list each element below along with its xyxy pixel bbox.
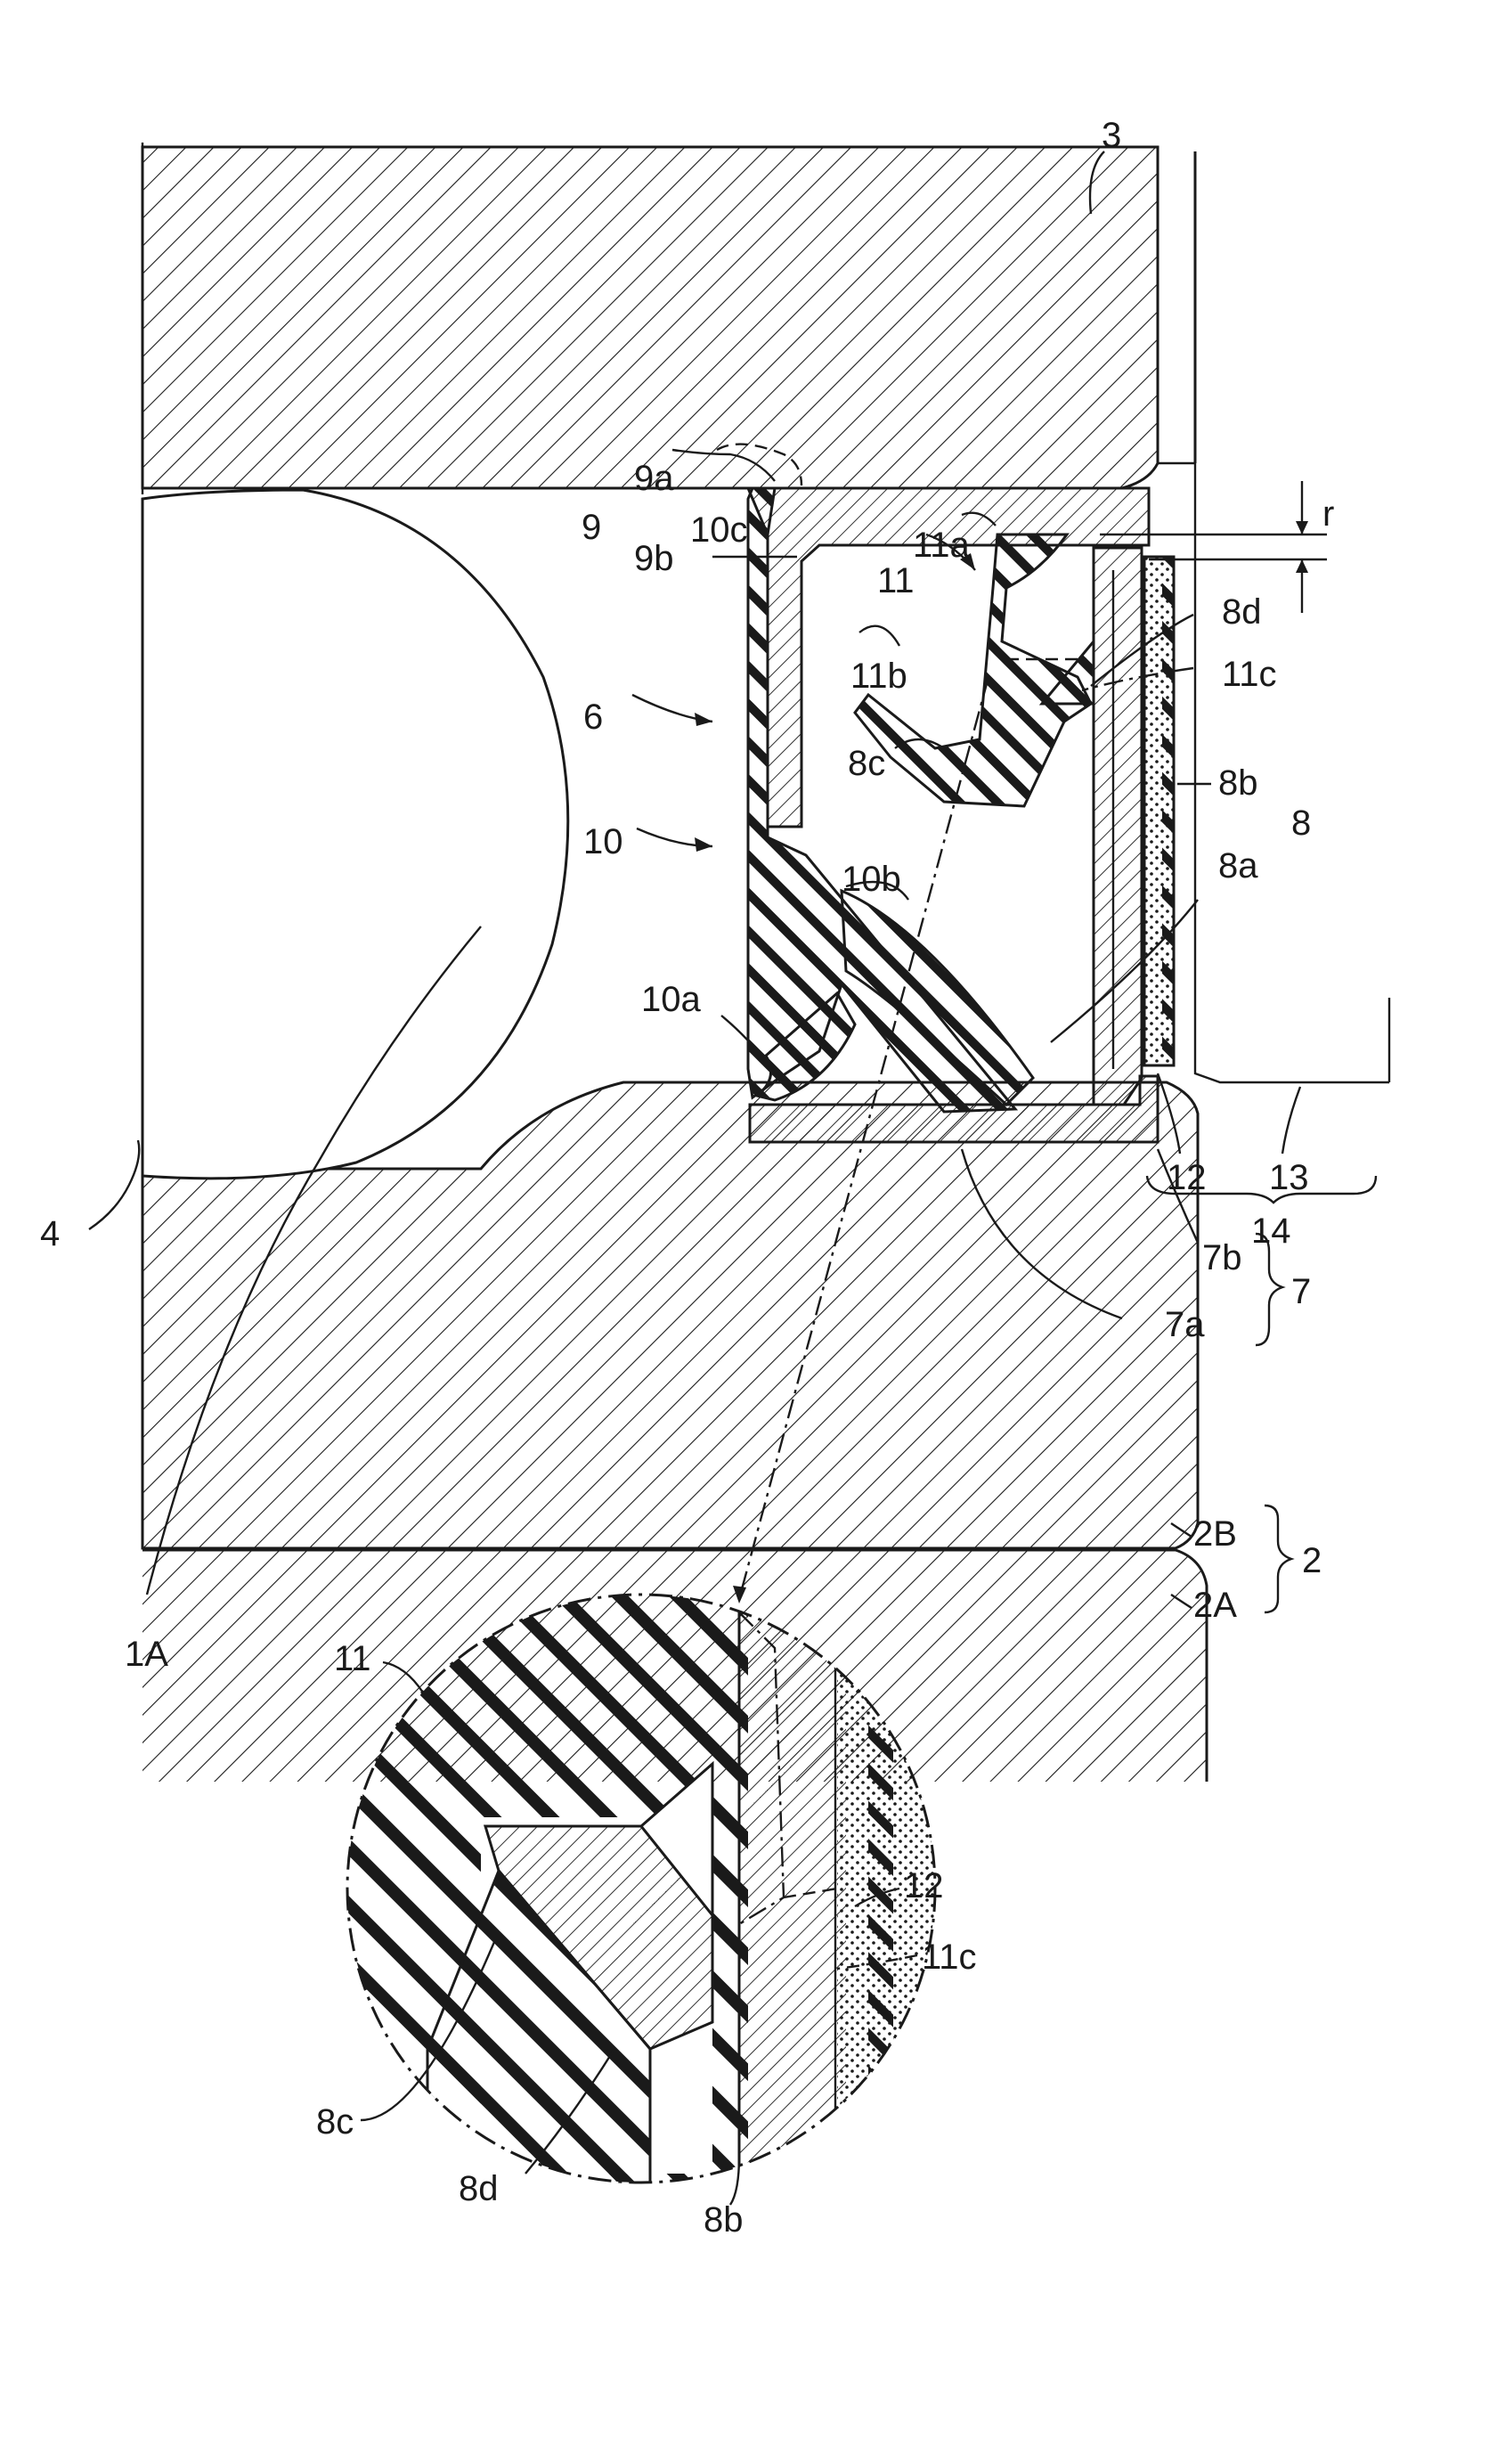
rolling-element-1A xyxy=(142,490,568,1179)
label-8c: 8c xyxy=(848,744,885,783)
detail-label-8d: 8d xyxy=(459,2169,499,2208)
label-8b: 8b xyxy=(1218,763,1258,803)
detail-label-11c: 11c xyxy=(922,1938,977,1977)
label-2B: 2B xyxy=(1193,1514,1237,1554)
label-14: 14 xyxy=(1251,1212,1291,1251)
label-11b: 11b xyxy=(850,657,907,696)
label-6: 6 xyxy=(583,698,603,737)
label-9: 9 xyxy=(582,508,601,547)
label-11c: 11c xyxy=(1222,655,1277,694)
detail-label-8b: 8b xyxy=(704,2200,744,2240)
outer-ring-3 xyxy=(142,147,1195,488)
detail-label-8c: 8c xyxy=(316,2102,354,2142)
label-10b: 10b xyxy=(842,860,901,899)
detail-label-12: 12 xyxy=(904,1866,944,1905)
label-10c: 10c xyxy=(690,510,748,550)
label-4: 4 xyxy=(40,1214,60,1253)
leader-11b xyxy=(859,626,899,646)
label-7b: 7b xyxy=(1202,1238,1242,1277)
label-8: 8 xyxy=(1291,804,1311,843)
label-10: 10 xyxy=(583,822,623,861)
leader-4 xyxy=(89,1140,139,1229)
brace-2 xyxy=(1265,1505,1291,1612)
label-13: 13 xyxy=(1269,1158,1309,1197)
label-10a: 10a xyxy=(641,980,701,1019)
label-9a: 9a xyxy=(634,459,674,498)
label-12: 12 xyxy=(1167,1158,1207,1197)
label-7a: 7a xyxy=(1165,1305,1205,1344)
leader-13 xyxy=(1282,1087,1300,1154)
label-2: 2 xyxy=(1302,1541,1322,1580)
label-8a: 8a xyxy=(1218,846,1258,885)
label-11: 11 xyxy=(877,561,915,600)
label-1A: 1A xyxy=(125,1635,168,1674)
label-r: r xyxy=(1322,494,1334,534)
label-8d: 8d xyxy=(1222,592,1262,632)
label-7: 7 xyxy=(1291,1272,1311,1311)
label-11a: 11a xyxy=(913,526,971,565)
label-2A: 2A xyxy=(1193,1586,1237,1625)
detail-label-11: 11 xyxy=(334,1639,371,1678)
label-9b: 9b xyxy=(634,539,674,578)
label-3: 3 xyxy=(1102,116,1121,155)
